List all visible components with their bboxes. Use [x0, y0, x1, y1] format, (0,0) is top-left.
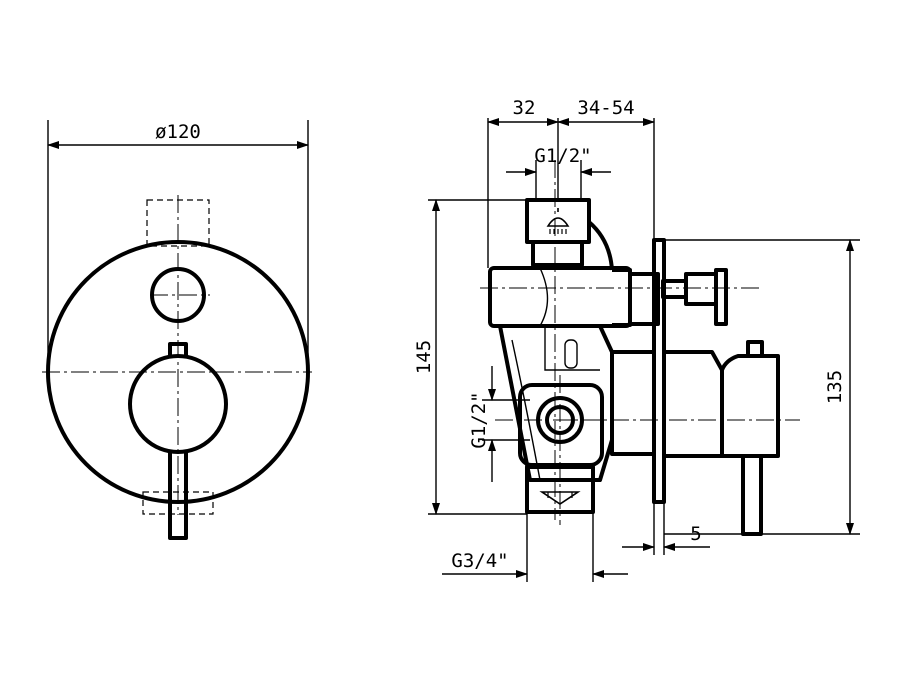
- diverter-knob-side: [714, 268, 728, 326]
- diverter-collar: [612, 268, 632, 327]
- dim-g34-label: G3/4": [451, 550, 508, 572]
- wall-plate: [652, 238, 666, 504]
- diverter-curve: [539, 267, 549, 327]
- bath-spout-symbol-icon: [539, 491, 581, 505]
- dim-32-label: 32: [513, 97, 536, 119]
- top-outlet-block: [525, 198, 591, 244]
- side-inlet-outer-ring: [536, 396, 584, 444]
- side-view: 32 34-54 G1/2" 145 G1/2" 135 5: [413, 97, 860, 582]
- mixer-handle: [128, 354, 228, 454]
- dim-diameter-label: ø120: [155, 121, 201, 143]
- dim-5-label: 5: [690, 523, 701, 545]
- mixer-handle-cap: [720, 354, 780, 458]
- diverter-nut: [628, 272, 660, 326]
- top-neck: [531, 242, 584, 267]
- body-slot: [564, 339, 578, 369]
- cartridge-housing: [610, 350, 656, 456]
- diverter-cylinder: [488, 266, 632, 328]
- lever-top: [168, 342, 188, 358]
- body-inner-line-2: [511, 339, 541, 481]
- hidden-body-bottom: [142, 491, 214, 515]
- lever-bottom: [168, 452, 188, 540]
- main-body: [498, 325, 614, 482]
- mixer-lever-bottom: [741, 454, 763, 536]
- diverter-stem-head: [684, 272, 718, 306]
- hidden-body-top: [146, 199, 210, 247]
- dim-135-label: 135: [824, 370, 846, 404]
- mixer-handle-body: [664, 350, 724, 458]
- bottom-outlet-block: [525, 465, 595, 514]
- side-inlet-inner-ring: [545, 405, 575, 435]
- dim-145-label: 145: [413, 340, 435, 374]
- shower-symbol-icon: [546, 208, 570, 234]
- body-curve-top: [587, 220, 614, 271]
- front-view: ø120: [42, 120, 312, 540]
- body-inner-line-1: [544, 326, 600, 371]
- dim-g12-side-label: G1/2": [468, 391, 490, 448]
- diverter-stem: [661, 279, 688, 299]
- mixer-lever-top: [746, 340, 764, 358]
- dim-3454-label: 34-54: [577, 97, 634, 119]
- diverter-knob: [150, 267, 206, 323]
- dim-g12-top-label: G1/2": [534, 145, 591, 167]
